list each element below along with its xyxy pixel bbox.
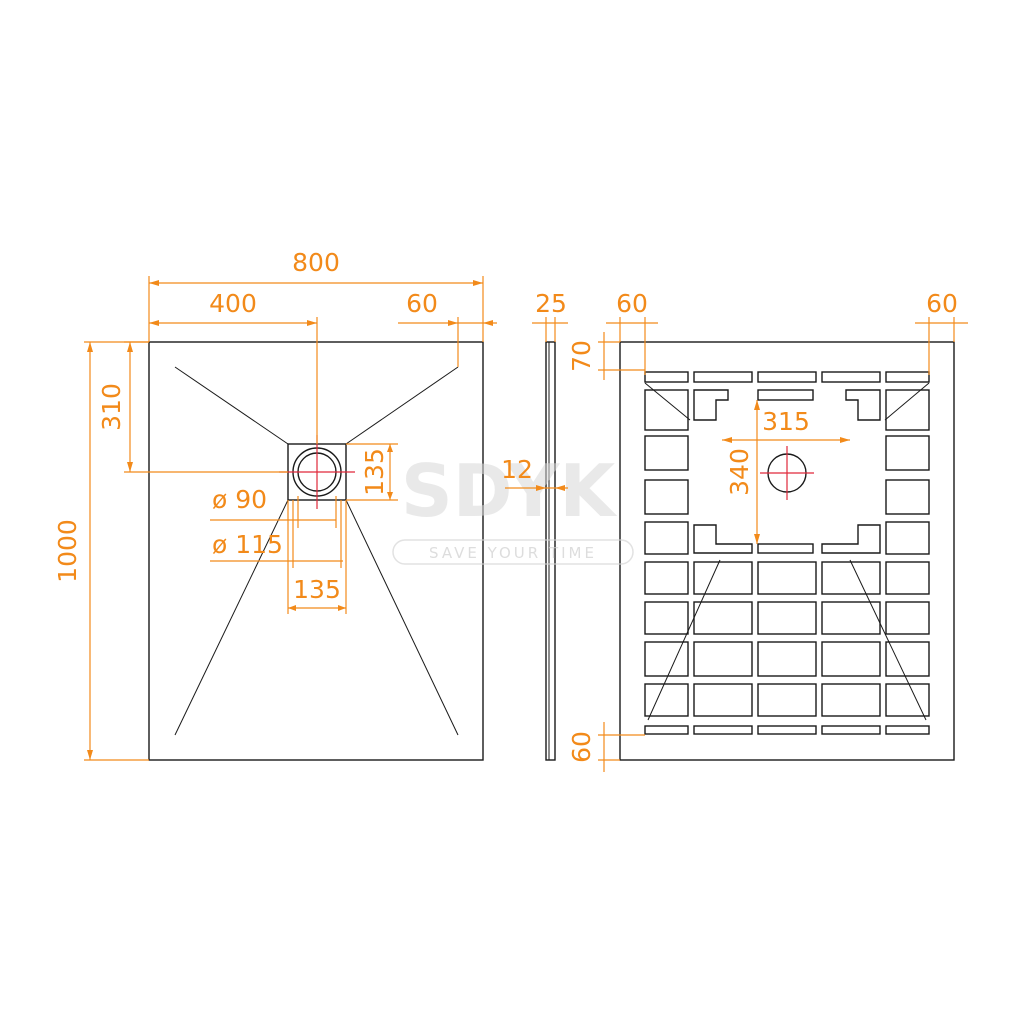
rib-cell <box>693 641 753 677</box>
recess-corner <box>821 524 881 554</box>
dim-back-top-margin: 70 <box>567 340 596 372</box>
rib-cell <box>885 479 930 515</box>
rib-cell <box>644 683 689 717</box>
rib-cell <box>693 725 753 735</box>
recess-bottom-rib <box>757 543 814 554</box>
rib-cell <box>885 641 930 677</box>
dim-back-left: 60 <box>616 289 648 318</box>
dimensions: 800 400 60 25 60 60 310 <box>53 248 968 772</box>
hidden-slope-line <box>647 559 721 721</box>
watermark: SDYK SAVE YOUR TIME <box>392 449 634 565</box>
rib-cell <box>885 601 930 635</box>
dim-total-length: 1000 <box>53 519 82 583</box>
tray-outline <box>148 341 484 761</box>
slope-line <box>345 366 459 445</box>
hidden-slope-line <box>884 382 930 421</box>
rib-cell <box>885 725 930 735</box>
recess-corner <box>693 389 729 421</box>
rib-cell <box>644 601 689 635</box>
rib-cell <box>757 725 817 735</box>
rib-cell <box>821 561 881 595</box>
rib-cell <box>693 601 753 635</box>
rib-cell <box>885 683 930 717</box>
rib-cell <box>644 389 689 431</box>
watermark-pill <box>392 539 634 565</box>
dim-drain-square: 135 <box>360 448 389 496</box>
bottom-view <box>619 341 955 761</box>
dim-drain-square-width: 135 <box>293 575 341 604</box>
rib-cell <box>693 371 753 383</box>
recess-top-rib <box>757 389 814 401</box>
rib-cell <box>821 725 881 735</box>
dim-back-right: 60 <box>926 289 958 318</box>
rib-cell <box>693 561 753 595</box>
rib-cell <box>885 521 930 555</box>
rib-cell <box>757 641 817 677</box>
rib-cell <box>644 479 689 515</box>
hidden-slope-line <box>849 559 927 721</box>
dim-thickness-total: 25 <box>535 289 567 318</box>
rib-cell <box>644 521 689 555</box>
dim-diameter-90: ø 90 <box>212 485 267 514</box>
dim-half-width: 400 <box>209 289 257 318</box>
dim-edge-offset: 60 <box>406 289 438 318</box>
dim-drain-offset: 310 <box>97 383 126 431</box>
rib-cell <box>644 371 689 383</box>
rib-cell <box>885 435 930 471</box>
side-profile <box>545 341 556 761</box>
rib-cell <box>644 641 689 677</box>
rib-cell <box>644 561 689 595</box>
rib-cell <box>644 725 689 735</box>
slope-line <box>174 499 289 736</box>
dim-recess-height: 340 <box>725 448 754 496</box>
side-view <box>545 341 556 761</box>
rib-cell <box>821 371 881 383</box>
rib-cell <box>757 683 817 717</box>
rib-cell <box>644 435 689 471</box>
rib-cell <box>693 683 753 717</box>
rib-cell <box>885 371 930 383</box>
rib-cell <box>757 371 817 383</box>
watermark-logo: SDYK <box>401 449 618 533</box>
dim-recess-width: 315 <box>762 407 810 436</box>
dim-plate-thickness: 12 <box>501 455 533 484</box>
rib-cell <box>821 601 881 635</box>
rib-cell <box>885 561 930 595</box>
dim-back-bottom-margin: 60 <box>567 731 596 763</box>
bottom-outline <box>619 341 955 761</box>
slope-line <box>345 499 459 736</box>
recess-corner <box>693 524 753 554</box>
recess-corner <box>845 389 881 421</box>
slope-line <box>174 366 289 445</box>
dim-total-width: 800 <box>292 248 340 277</box>
rib-cell <box>821 641 881 677</box>
rib-grid <box>644 371 930 735</box>
rib-cell <box>821 683 881 717</box>
rib-cell <box>885 389 930 431</box>
rib-cell <box>757 601 817 635</box>
watermark-tagline: SAVE YOUR TIME <box>429 544 597 562</box>
dim-diameter-115: ø 115 <box>212 530 283 559</box>
rib-cell <box>757 561 817 595</box>
hidden-slope-line <box>644 382 691 421</box>
